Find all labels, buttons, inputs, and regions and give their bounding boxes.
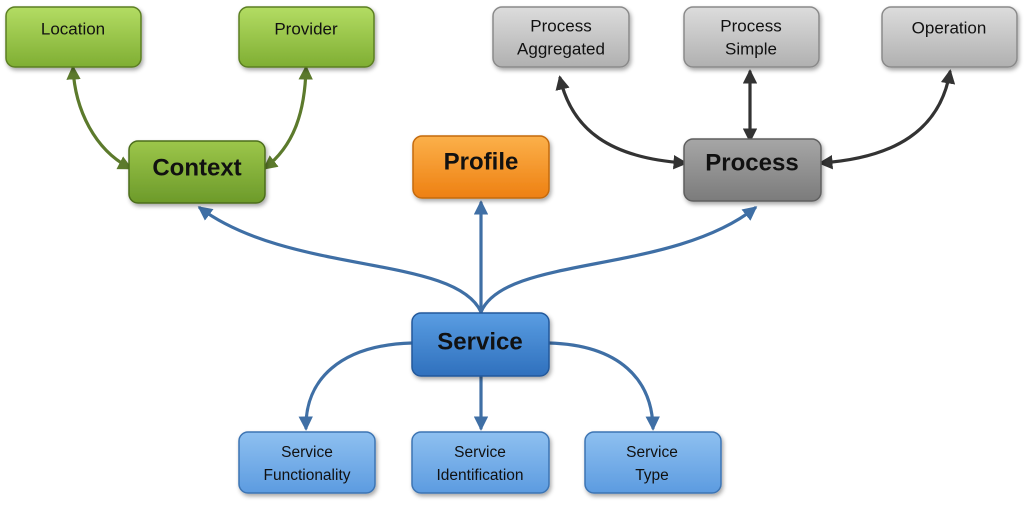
location-label: Location xyxy=(41,19,105,38)
service-identification-line1: Service xyxy=(454,444,506,461)
provider-node: Provider xyxy=(238,6,375,68)
process-aggregated-line1: Process xyxy=(530,16,591,35)
profile-label: Profile xyxy=(444,148,519,175)
service-functionality-node: Service Functionality xyxy=(238,431,376,494)
context-label: Context xyxy=(152,154,241,181)
service-functionality-line1: Service xyxy=(281,444,333,461)
process-operation-connector xyxy=(818,69,956,170)
provider-label: Provider xyxy=(274,19,338,38)
service-context-connector xyxy=(197,206,483,314)
service-functionality-line2: Functionality xyxy=(263,467,350,484)
process-node: Process xyxy=(683,138,822,202)
context-node: Context xyxy=(128,140,266,204)
profile-node: Profile xyxy=(412,135,550,199)
process-label: Process xyxy=(705,149,798,176)
service-functionality-connector xyxy=(298,341,414,431)
service-type-line1: Service xyxy=(626,444,678,461)
service-type-connector xyxy=(547,341,660,431)
service-identification-node: Service Identification xyxy=(411,431,550,494)
service-identification-line2: Identification xyxy=(436,467,523,484)
process-aggregated-line2: Aggregated xyxy=(517,39,605,58)
context-provider-connector xyxy=(262,65,313,170)
operation-label: Operation xyxy=(912,18,987,37)
service-type-line2: Type xyxy=(635,467,669,484)
location-node: Location xyxy=(5,6,142,68)
process-aggregated-node: Process Aggregated xyxy=(492,6,630,68)
service-node: Service xyxy=(411,312,550,377)
process-aggregated-connector xyxy=(555,75,688,170)
process-simple-node: Process Simple xyxy=(683,6,820,68)
service-label: Service xyxy=(437,328,522,355)
operation-node: Operation xyxy=(881,6,1018,68)
process-simple-line2: Simple xyxy=(725,39,777,58)
process-simple-line1: Process xyxy=(720,16,781,35)
service-type-node: Service Type xyxy=(584,431,722,494)
context-location-connector xyxy=(66,65,133,170)
service-process-connector xyxy=(479,206,758,314)
